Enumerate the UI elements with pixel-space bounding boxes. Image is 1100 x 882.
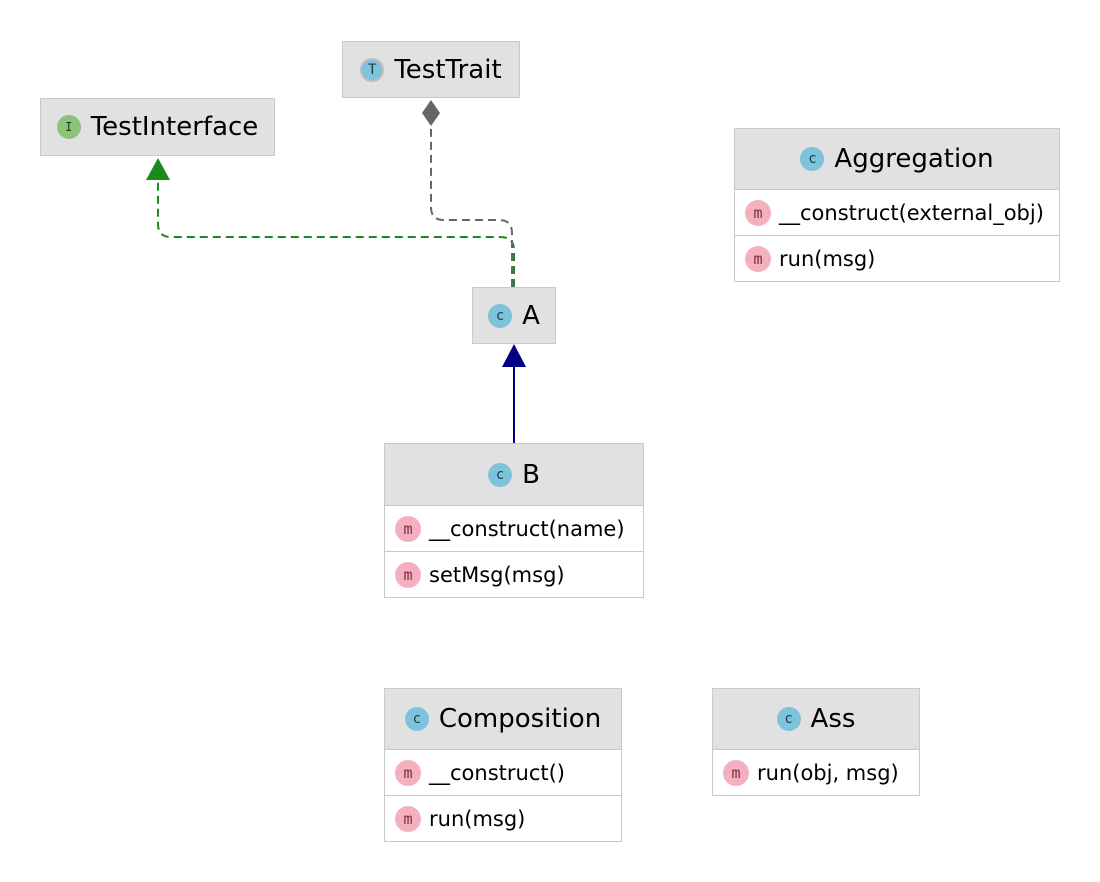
method-signature: setMsg(msg) (429, 562, 565, 587)
class-icon: c (776, 707, 801, 731)
node-a-header: c A (473, 288, 555, 343)
node-a[interactable]: c A (472, 287, 556, 344)
implements-edge-a-to-testinterface[interactable] (157, 180, 515, 287)
class-icon: c (488, 462, 513, 487)
method-icon: m (745, 245, 771, 272)
node-b[interactable]: c B m __construct(name) m setMsg(msg) (384, 443, 644, 598)
method-icon: m (723, 759, 749, 786)
node-ass-header: c Ass (713, 689, 919, 749)
node-testinterface-name: TestInterface (90, 112, 259, 142)
uses-trait-edge-a-to-testtrait[interactable] (430, 126, 513, 287)
method-icon: m (395, 805, 421, 832)
node-aggregation-name: Aggregation (834, 144, 994, 174)
class-icon: c (404, 707, 429, 731)
node-ass-name: Ass (810, 704, 856, 734)
method-icon: m (395, 759, 421, 786)
class-icon: c (800, 147, 825, 171)
method-signature: __construct(external_obj) (779, 200, 1044, 225)
extends-arrowhead (502, 344, 526, 367)
member-row[interactable]: m run(obj, msg) (713, 749, 919, 795)
method-icon: m (745, 199, 771, 226)
implements-arrowhead (146, 158, 170, 180)
node-testtrait-name: TestTrait (394, 54, 502, 85)
node-ass[interactable]: c Ass m run(obj, msg) (712, 688, 920, 796)
trait-icon: T (360, 57, 385, 82)
method-signature: run(msg) (779, 246, 876, 271)
method-icon: m (395, 515, 421, 542)
member-row[interactable]: m __construct(name) (385, 505, 643, 551)
method-signature: run(obj, msg) (757, 760, 899, 785)
member-row[interactable]: m run(msg) (385, 795, 621, 841)
node-testtrait[interactable]: T TestTrait (342, 41, 520, 98)
member-row[interactable]: m run(msg) (735, 235, 1059, 281)
interface-icon: I (56, 115, 81, 139)
node-b-header: c B (385, 444, 643, 505)
member-row[interactable]: m __construct() (385, 749, 621, 795)
method-icon: m (395, 561, 421, 588)
node-composition-name: Composition (438, 704, 602, 734)
node-aggregation[interactable]: c Aggregation m __construct(external_obj… (734, 128, 1060, 282)
node-composition-header: c Composition (385, 689, 621, 749)
node-testinterface-header: I TestInterface (41, 99, 274, 155)
node-a-name: A (522, 300, 540, 331)
method-signature: __construct(name) (429, 516, 625, 541)
node-testinterface[interactable]: I TestInterface (40, 98, 275, 156)
node-testtrait-header: T TestTrait (343, 42, 519, 97)
node-composition[interactable]: c Composition m __construct() m run(msg) (384, 688, 622, 842)
node-b-name: B (522, 459, 540, 490)
uses-trait-diamond (422, 100, 440, 126)
member-row[interactable]: m __construct(external_obj) (735, 189, 1059, 235)
class-icon: c (488, 303, 513, 328)
method-signature: run(msg) (429, 806, 526, 831)
method-signature: __construct() (429, 760, 565, 785)
node-aggregation-header: c Aggregation (735, 129, 1059, 189)
member-row[interactable]: m setMsg(msg) (385, 551, 643, 597)
